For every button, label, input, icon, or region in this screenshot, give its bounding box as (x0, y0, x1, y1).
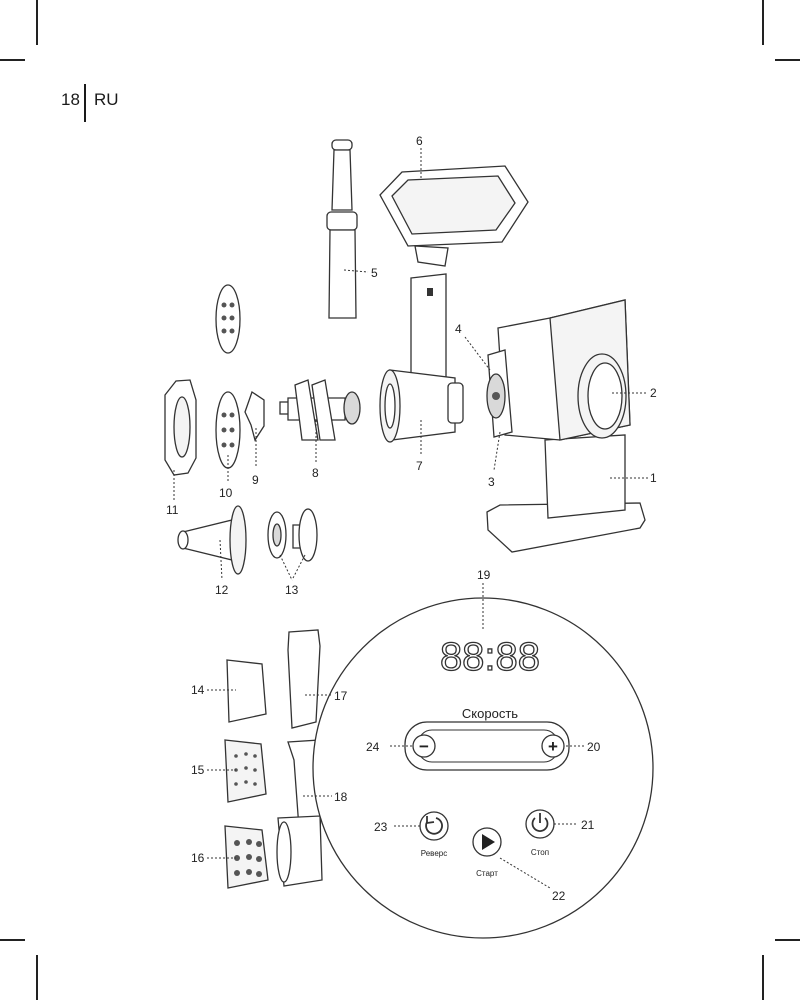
callout-labels: 1 2 3 4 5 6 7 8 9 10 11 12 13 14 15 16 1… (166, 134, 657, 903)
mincing-discs (215, 284, 241, 469)
callout-3: 3 (488, 475, 495, 489)
callout-4: 4 (455, 322, 462, 336)
callout-11: 11 (166, 503, 179, 517)
callout-19: 19 (477, 568, 491, 582)
callout-14: 14 (191, 683, 205, 697)
minus-icon: − (419, 737, 429, 756)
start-label: Старт (476, 869, 498, 878)
callout-20: 20 (587, 740, 601, 754)
stop-label: Стоп (531, 848, 549, 857)
kebbe-attachment (267, 508, 318, 562)
callout-10: 10 (219, 486, 233, 500)
callout-13: 13 (285, 583, 299, 597)
callout-18: 18 (334, 790, 348, 804)
reverse-icon (425, 817, 443, 835)
page-number: 18 (61, 90, 80, 109)
play-icon (482, 834, 495, 850)
locking-ring (164, 379, 197, 476)
speed-minus-button[interactable] (412, 734, 436, 758)
speed-plus-button[interactable] (541, 734, 565, 758)
sausage-nozzle (177, 505, 247, 575)
feeding-tray (379, 165, 529, 267)
callout-8: 8 (312, 466, 319, 480)
callout-23: 23 (374, 820, 388, 834)
callout-12: 12 (215, 583, 229, 597)
callout-15: 15 (191, 763, 205, 777)
plus-icon: + (548, 737, 558, 756)
grater-pusher (287, 629, 321, 729)
callout-21: 21 (581, 818, 595, 832)
callout-17: 17 (334, 689, 348, 703)
callout-9: 9 (252, 473, 259, 487)
speed-label: Скорость (462, 706, 518, 721)
leader-lines (173, 148, 648, 889)
callout-2: 2 (650, 386, 657, 400)
language-code: RU (94, 90, 119, 109)
callout-24: 24 (366, 740, 380, 754)
callout-16: 16 (191, 851, 205, 865)
callout-6: 6 (416, 134, 423, 148)
callout-22: 22 (552, 889, 566, 903)
power-icon (531, 817, 549, 832)
auger (279, 379, 361, 441)
callout-7: 7 (416, 459, 423, 473)
drum-graters (224, 659, 269, 889)
control-panel: 88:88 Скорость − + Реверс Старт Стоп (312, 597, 654, 939)
reverse-button[interactable] (419, 811, 449, 841)
pusher (326, 139, 358, 319)
cutting-blade (244, 390, 265, 442)
header-divider (84, 84, 86, 122)
display-readout: 88:88 (440, 635, 540, 679)
grinder-housing (379, 273, 464, 443)
reverse-label: Реверс (421, 849, 448, 858)
motor-base (486, 299, 646, 553)
callout-1: 1 (650, 471, 657, 485)
callout-5: 5 (371, 266, 378, 280)
